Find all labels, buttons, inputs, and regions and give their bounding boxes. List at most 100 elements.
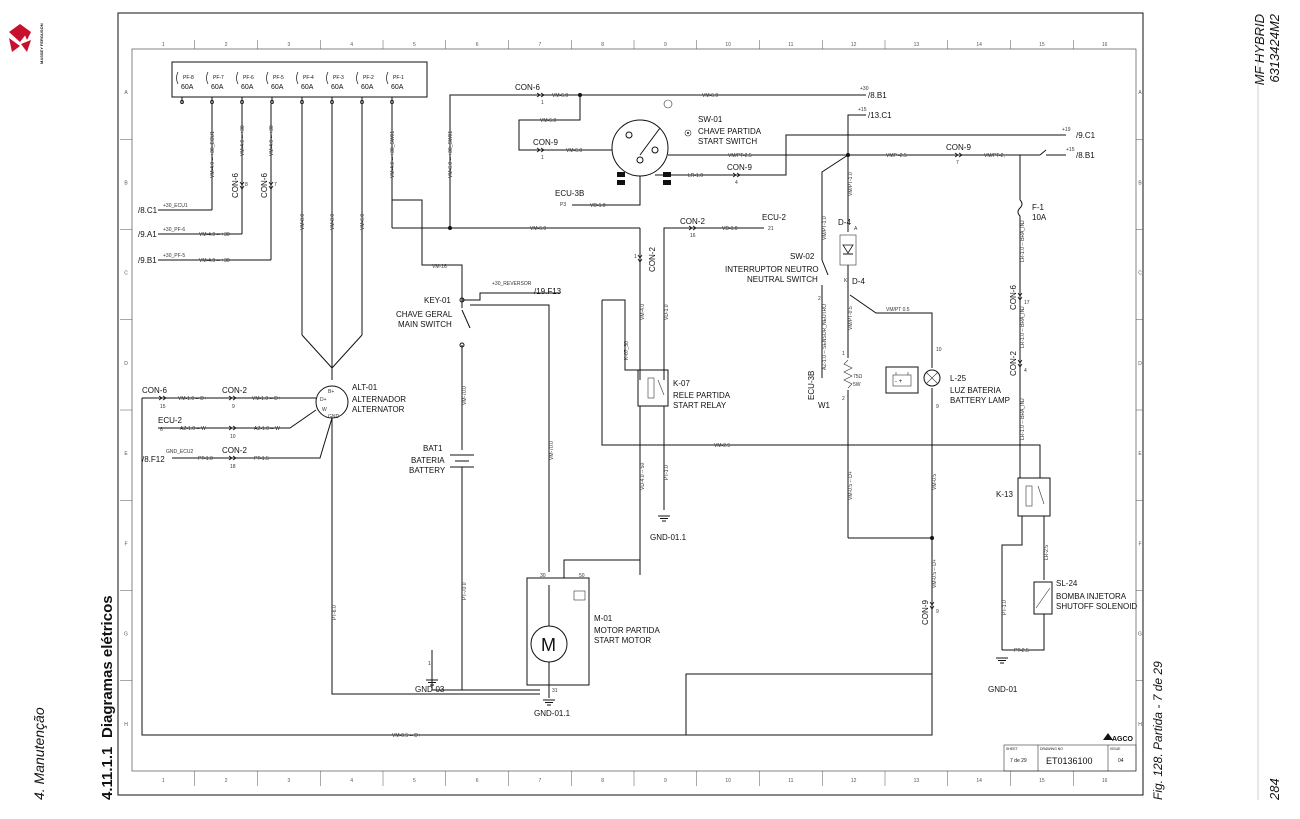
wire-label: VM-16 [432,264,447,270]
terminal-label: 10 [936,347,942,353]
fuse-id: PF-7 [213,75,224,81]
component-label: SW-01 [698,115,723,124]
grid-col-label: 4 [350,778,353,784]
grid-col-label: 7 [538,42,541,48]
component-label: KEY-01 [424,296,451,305]
battery-lamp-symbol [923,369,941,387]
wire-label: VM-4.0 -- +30_SW01 [390,131,396,178]
wire-label: VM-4.0 -- +30 [240,125,246,156]
grid-row-label: E [1138,451,1142,457]
shutoff-solenoid-symbol [1033,581,1053,615]
terminal-label: A [854,226,858,232]
wire-label: VM/PT-2, [984,153,1005,159]
fuse-rating: 60A [301,84,314,91]
grid-col-label: 16 [1102,42,1108,48]
cross-ref: /8.B1 [868,91,887,100]
grid-col-label: 13 [914,42,920,48]
component-label: ECU-2 [762,213,787,222]
connector-label: ECU-2 [158,416,183,425]
grid-col-label: 10 [725,778,731,784]
fuse-id: PF-2 [363,75,374,81]
grid-col-label: 12 [851,778,857,784]
fuse-rating: 10A [1032,213,1047,222]
connector-pin: W1 [818,401,831,410]
ground-label: GND-01.1 [650,533,687,542]
connector-label: CON-6 [515,83,540,92]
component-name-en: MAIN SWITCH [398,320,452,329]
wire-label: LR-1.0 -- BRA_INJ [1020,306,1026,348]
component-name-pt: BOMBA INJETORA [1056,592,1127,601]
component-name-en: BATTERY LAMP [950,396,1010,405]
terminal-label: D+ [320,397,327,403]
grid-col-label: 7 [538,778,541,784]
sheet-value: 7 de 29 [1010,758,1027,764]
wire-label: PT-6.0 [332,605,338,620]
wire-label: LR-2.5 [1044,545,1050,560]
terminal-label: GND [328,414,340,420]
grid-col-label: 2 [225,778,228,784]
grid-row-label: C [1138,271,1142,277]
wire-label: VM-0.5 -- D+ [392,733,421,739]
grid-row-label: G [124,632,128,638]
wire-label: VM-4.0 -- +30 [199,258,230,264]
grid-row-label: D [124,361,128,367]
cross-ref: /19.F13 [534,287,562,296]
component-name-en: START MOTOR [594,636,651,645]
relay-k13-symbol [1017,477,1051,517]
component-label: ECU-3B [807,371,816,400]
wire-label: VM-0.5 -- D+ [848,471,854,500]
grid-col-label: 10 [725,42,731,48]
cross-ref: /9.C1 [1076,131,1096,140]
grid-col-label: 4 [350,42,353,48]
component-name-en: START RELAY [673,401,727,410]
fuse-box [171,61,428,98]
component-label: D-4 [838,218,851,227]
connector-pin: 7 [956,160,959,166]
terminal-label: W [322,407,327,413]
wire-label: VD-1.0 [590,203,606,209]
wire-label: VM/PT-0.5 [848,306,854,330]
component-name-pt: CHAVE PARTIDA [698,127,762,136]
cross-ref: /8.C1 [138,206,158,215]
grid-row-label: A [124,90,128,96]
fuse-id: PF-6 [243,75,254,81]
connector-pin: P3 [560,202,566,208]
fuse-rating: 60A [211,84,224,91]
component-label: M-01 [594,614,613,623]
wire-label: PT-2.5 [1014,648,1029,654]
connector-pin: 16 [690,233,696,239]
figure-caption: Fig. 128. Partida - 7 de 29 [1151,661,1165,800]
cross-ref: /8.F12 [142,455,165,464]
grid-col-label: 2 [225,42,228,48]
drawing-number: ET0136100 [1046,756,1093,766]
fuse-id: PF-4 [303,75,314,81]
wire-label: PT-1.0 [1002,600,1008,615]
connector-pin: 15 [160,404,166,410]
component-label: ALT-01 [352,383,378,392]
cross-ref: /13.C1 [868,111,892,120]
terminal-label: 9 [936,404,939,410]
component-name-pt: INTERRUPTOR NEUTRO [725,265,819,274]
diode-symbol [839,234,857,266]
wire-label: VM-6.0 [540,118,556,124]
cross-ref-signal: +15 [858,107,867,113]
svg-text:- +: - + [895,379,903,385]
resistor-power: 5W [853,382,861,388]
model-name: MF HYBRID [1252,14,1267,85]
grid-col-label: 13 [914,778,920,784]
grid-row-label: H [124,722,128,728]
component-label: SW-02 [790,252,815,261]
grid-row-label: H [1138,722,1142,728]
wire-label: VM-6.0 [566,148,582,154]
terminal-label: 30 [540,573,546,579]
grid-col-label: 1 [162,42,165,48]
component-label: SL-24 [1056,579,1078,588]
pin: 2 [842,396,845,402]
pin: 1 [428,661,431,667]
connector-label: CON-9 [533,138,558,147]
